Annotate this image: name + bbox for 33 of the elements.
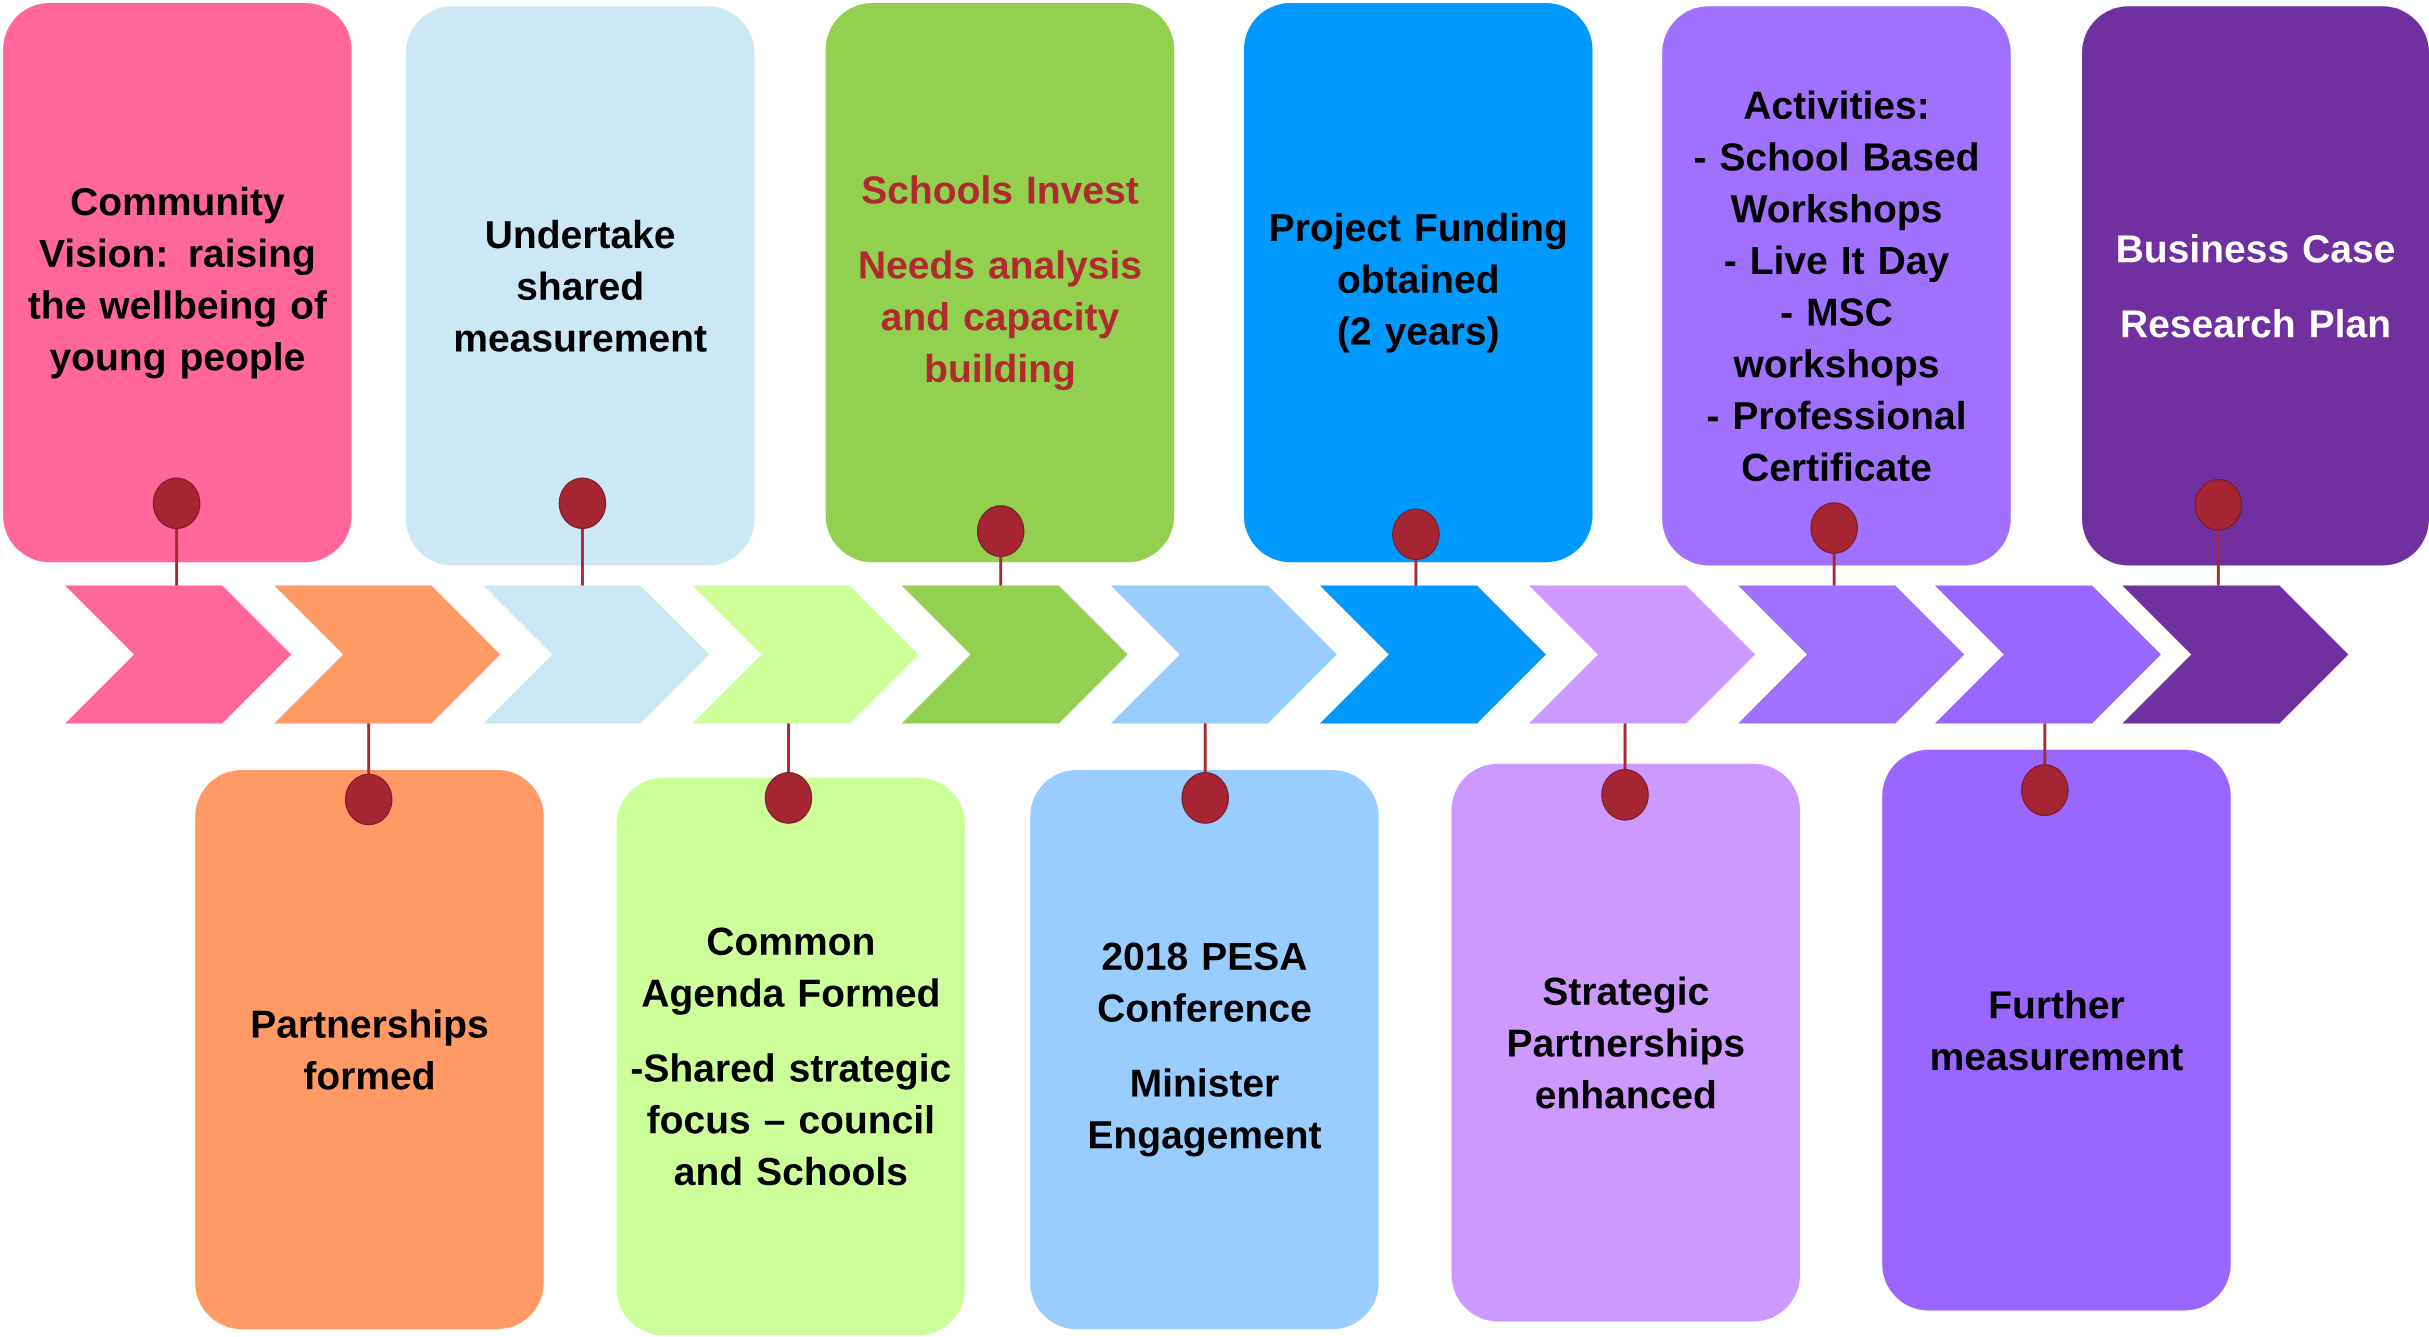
milestone-card: Schools Invest Needs analysis and capacity building (825, 3, 1175, 563)
timeline-segment (1110, 585, 1337, 724)
timeline-segment (1529, 585, 1756, 724)
pin-marker (1392, 508, 1440, 586)
pin-marker (1601, 723, 1649, 821)
pin-marker (2021, 723, 2069, 817)
milestone-card: Further measurement (1882, 749, 2231, 1311)
milestone-card: Undertake shared measurement (405, 6, 755, 566)
pin-marker (1181, 723, 1229, 824)
pin-marker (558, 477, 607, 586)
timeline-segment (901, 585, 1128, 724)
timeline-segment (1738, 585, 1965, 724)
milestone-card: 2018 PESA Conference Minister Engagement (1030, 769, 1379, 1330)
milestone-card: Activities: - School Based Workshops - Live It Day - MSC workshops - Professional Certificate (1662, 6, 2011, 566)
pin-marker (764, 723, 813, 824)
milestone-card: Strategic Partnerships enhanced (1451, 763, 1801, 1322)
pin-marker (344, 723, 393, 826)
timeline-segment (483, 585, 710, 724)
timeline-segment (1319, 585, 1546, 724)
timeline-segment (274, 585, 501, 724)
pin-marker (152, 477, 201, 586)
pin-marker (977, 505, 1025, 586)
timeline-segment (692, 585, 919, 724)
milestone-card: Business Case Research Plan (2082, 6, 2429, 566)
timeline-segment (2122, 585, 2349, 724)
milestone-card: Common Agenda Formed -Shared strategic focus – council and Schools (616, 777, 966, 1336)
pin-marker (2194, 479, 2243, 586)
pin-marker (1810, 502, 1858, 586)
timeline-segment (1934, 585, 2161, 724)
milestone-card: Community Vision: raising the wellbeing of young people (3, 3, 352, 563)
milestone-card: Project Funding obtained (2 years) (1243, 3, 1593, 563)
milestone-card: Partnerships formed (195, 769, 544, 1330)
timeline-segment (65, 585, 292, 724)
